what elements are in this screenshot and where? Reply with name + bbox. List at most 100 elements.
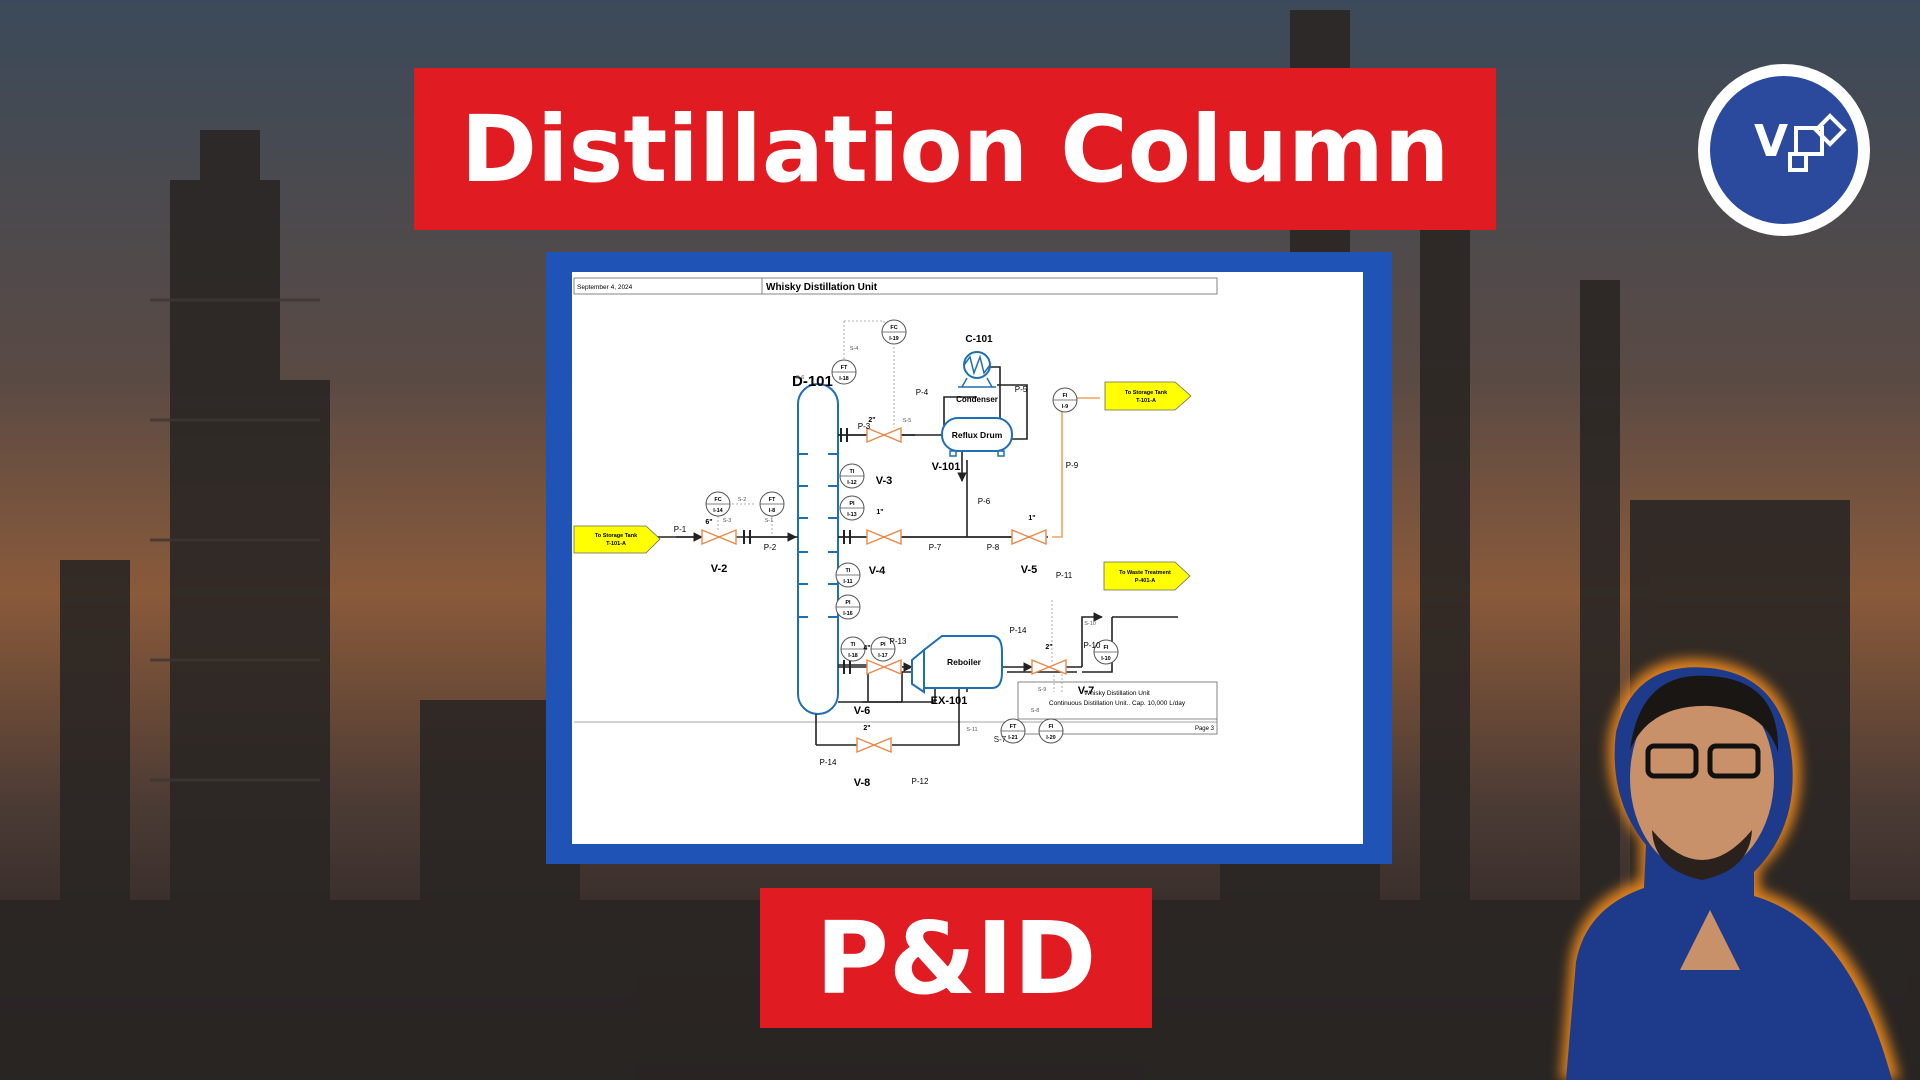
instrument-tag: I-16 xyxy=(843,611,852,617)
visio-logo: V xyxy=(1698,64,1870,236)
distillation-column xyxy=(797,383,839,715)
column-tag: D-101 xyxy=(792,373,833,390)
instrument-pi16: PII-16 xyxy=(835,594,861,620)
presenter-hands xyxy=(1680,910,1740,970)
signal-s7: S-7 xyxy=(994,735,1007,744)
line-p5: P-5 xyxy=(1015,385,1028,394)
valve-v3: V-3 xyxy=(876,475,893,487)
instrument-type: FI xyxy=(1063,393,1068,399)
svg-text:P-401-A: P-401-A xyxy=(1135,578,1156,584)
size-v2: 6" xyxy=(705,519,712,526)
drum-label: Reflux Drum xyxy=(952,430,1003,440)
instrument-pi17: PI I-17 xyxy=(870,636,896,662)
size-v7: 2" xyxy=(1045,644,1052,651)
instrument-tag: I-11 xyxy=(843,579,852,585)
instrument-fc14: FC I-14 xyxy=(705,491,731,517)
line-p7: P-7 xyxy=(929,543,942,552)
instrument-tag: I-19 xyxy=(889,336,898,342)
instrument-tag: I-10 xyxy=(1101,656,1110,662)
top-product-line xyxy=(1052,397,1100,538)
instrument-type: FI xyxy=(1104,645,1109,651)
header-box xyxy=(573,277,1218,295)
flanges xyxy=(743,428,851,674)
instrument-fi9: FII-9 xyxy=(1052,387,1078,413)
signal-s5: S-5 xyxy=(903,418,912,424)
size-v5: 1" xyxy=(1028,515,1035,522)
svg-text:To Storage Tank: To Storage Tank xyxy=(1125,390,1168,396)
condenser-label: Condenser xyxy=(956,395,998,404)
subtitle-banner: P&ID xyxy=(760,888,1152,1028)
size-v4: 1" xyxy=(876,509,883,516)
instrument-type: FC xyxy=(714,497,721,503)
instrument-tag: I-8 xyxy=(769,508,775,514)
footer-title: Whisky Distillation Unit xyxy=(1084,690,1150,697)
footer-box xyxy=(1017,681,1218,735)
svg-text:To Waste Treatment: To Waste Treatment xyxy=(1119,570,1171,576)
size-v3: 2" xyxy=(868,417,875,424)
valves xyxy=(701,426,1067,754)
line-p3: P-3 xyxy=(858,422,871,431)
instrument-tag: I-17 xyxy=(878,653,887,659)
line-p8: P-8 xyxy=(987,543,1000,552)
visio-logo-inner: V xyxy=(1710,76,1858,224)
subtitle-text: P&ID xyxy=(815,899,1097,1017)
footer-desc: Continuous Distillation Unit.. Cap. 10,0… xyxy=(1049,700,1186,707)
instrument-tag: I-21 xyxy=(1008,735,1017,741)
condenser xyxy=(958,351,996,388)
dest-feed: To Storage Tank T-101-A xyxy=(573,525,661,554)
instrument-tag: I-13 xyxy=(847,512,856,518)
doc-name: Whisky Distillation Unit xyxy=(766,282,878,293)
instrument-type: FT xyxy=(769,497,776,503)
reboiler xyxy=(911,635,1003,694)
signal-s9: S-9 xyxy=(1038,687,1047,693)
instruments: FCI-14FTI-8FCI-19FTI-18TII-12PII-13TII-1… xyxy=(705,319,1119,744)
instrument-tag: I-18 xyxy=(848,653,857,659)
line-p11: P-11 xyxy=(1056,571,1073,580)
valve-v5: V-5 xyxy=(1021,564,1038,576)
instrument-fc19: FCI-19 xyxy=(881,319,907,345)
signal-s3: S-3 xyxy=(723,518,732,524)
line-p14a: P-14 xyxy=(1010,626,1027,635)
line-p4: P-4 xyxy=(916,388,929,397)
footer-page: Page 3 xyxy=(1195,726,1215,732)
svg-text:T-101-A: T-101-A xyxy=(1136,398,1156,404)
presenter-face xyxy=(1630,682,1774,874)
size-v8: 2" xyxy=(863,725,870,732)
instrument-type: TI xyxy=(850,469,855,475)
instrument-type: TI xyxy=(851,642,856,648)
svg-text:T-101-A: T-101-A xyxy=(606,541,626,547)
reboiler-tag: EX-101 xyxy=(931,695,968,707)
dest-top-storage: To Storage Tank T-101-A xyxy=(1104,381,1192,411)
instrument-type: PI xyxy=(880,642,886,648)
svg-text:To Storage Tank: To Storage Tank xyxy=(595,533,638,539)
signal-s8: S-8 xyxy=(1031,708,1040,714)
instrument-ft8: FT I-8 xyxy=(759,491,785,517)
valve-v4: V-4 xyxy=(869,565,886,577)
signal-s2: S-2 xyxy=(738,497,747,503)
line-p2: P-2 xyxy=(764,543,777,552)
title-banner: Distillation Column xyxy=(414,68,1496,230)
instrument-ti11: TII-11 xyxy=(835,562,861,588)
pid-diagram: September 4, 2024 Whisky Distillation Un… xyxy=(573,277,1218,789)
line-p12: P-12 xyxy=(912,777,929,786)
signal-s11: S-11 xyxy=(966,727,977,733)
valve-v8: V-8 xyxy=(854,777,871,789)
instrument-type: FT xyxy=(841,365,848,371)
doc-date: September 4, 2024 xyxy=(577,284,633,291)
line-p10: P-10 xyxy=(1084,641,1101,650)
drum-tag: V-101 xyxy=(932,461,961,473)
instrument-fi10: FI I-10 xyxy=(1093,639,1119,665)
instrument-ti18: TI I-18 xyxy=(840,636,866,662)
instrument-ti12: TI I-12 xyxy=(839,463,865,489)
signal-s4: S-4 xyxy=(850,346,859,352)
instrument-tag: I-20 xyxy=(1046,735,1055,741)
instrument-type: PI xyxy=(849,501,855,507)
reboiler-label: Reboiler xyxy=(947,657,982,667)
valve-v2: V-2 xyxy=(711,563,728,575)
instrument-tag: I-12 xyxy=(847,480,856,486)
instrument-tag: I-14 xyxy=(713,508,723,514)
dest-waste: To Waste Treatment P-401-A xyxy=(1103,561,1191,591)
document-page: September 4, 2024 Whisky Distillation Un… xyxy=(572,272,1363,844)
presenter-photo xyxy=(1560,658,1900,1080)
title-text: Distillation Column xyxy=(460,95,1450,203)
